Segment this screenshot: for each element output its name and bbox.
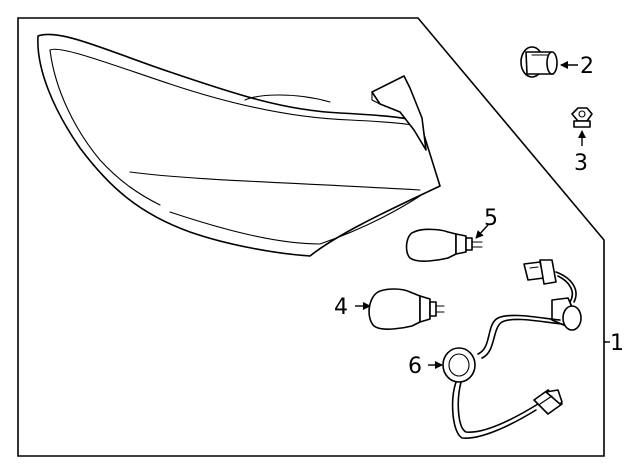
socket-wiring-harness xyxy=(442,259,582,439)
callout-2: 2 xyxy=(580,54,594,79)
nut xyxy=(571,107,593,128)
assembly-frame xyxy=(17,17,605,457)
callout-4: 4 xyxy=(334,295,348,320)
callout-5: 5 xyxy=(484,206,498,231)
callout-3: 3 xyxy=(574,151,588,176)
callout-1: 1 xyxy=(610,331,624,356)
grommet xyxy=(442,347,476,383)
callout-5-arrow xyxy=(475,224,489,239)
push-clip xyxy=(520,46,558,78)
callout-6: 6 xyxy=(408,354,422,379)
wedge-bulb-lower xyxy=(368,288,445,330)
tail-lamp-lens xyxy=(37,33,441,257)
wedge-bulb-upper xyxy=(405,228,483,262)
